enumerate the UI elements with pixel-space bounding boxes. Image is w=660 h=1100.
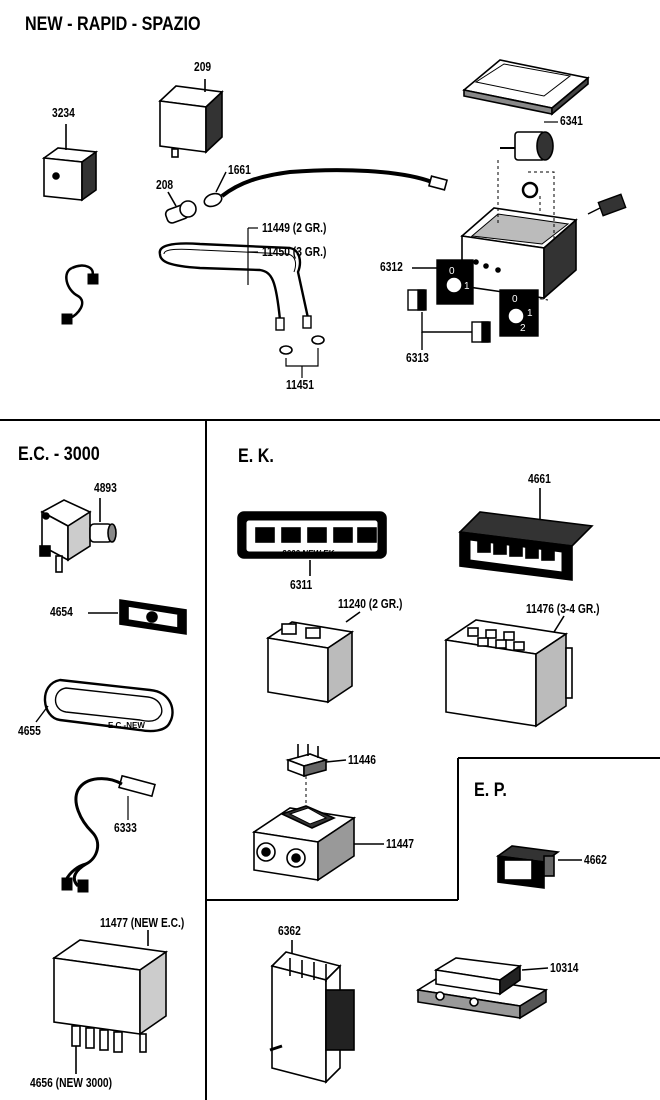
label-10314: 10314	[550, 961, 579, 975]
part-6333-probe-cable	[61, 774, 156, 893]
part-4662-switch	[495, 845, 582, 889]
label-11446: 11446	[348, 753, 376, 767]
label-6312: 6312	[380, 260, 403, 274]
part-6312-knob-plate: 0 1	[412, 259, 474, 305]
part-10314-transformer	[415, 957, 549, 1020]
part-wire-harness	[61, 264, 99, 325]
part-11446-connector	[285, 744, 347, 814]
label-4661: 4661	[528, 472, 551, 486]
knob-b-zero: 0	[512, 294, 518, 305]
part-4655-gasket: E.C.-NEW	[35, 678, 174, 733]
label-11240: 11240 (2 GR.)	[338, 597, 403, 611]
label-208: 208	[156, 178, 174, 192]
part-3234-relay	[41, 124, 99, 202]
panel-ek-text: 3000 NEW EK	[282, 549, 335, 558]
label-6341: 6341	[560, 114, 583, 128]
label-6362: 6362	[278, 924, 301, 938]
part-cable-gland	[587, 193, 627, 217]
label-1661: 1661	[228, 163, 251, 177]
label-11476: 11476 (3-4 GR.)	[526, 602, 600, 616]
label-6313: 6313	[406, 351, 429, 365]
label-4655: 4655	[18, 724, 41, 738]
part-nut	[521, 181, 539, 199]
knob-a-one: 1	[464, 281, 470, 292]
label-11477: 11477 (NEW E.C.)	[100, 916, 185, 930]
part-11447-terminal-block	[251, 805, 384, 882]
part-6362-board	[269, 940, 355, 1084]
part-6311-control-panel: 3000 NEW EK	[237, 511, 387, 576]
part-4654-lamp-cover	[88, 599, 187, 635]
part-11449-heating-element	[158, 227, 312, 331]
label-4662: 4662	[584, 853, 607, 867]
knob-b-one: 1	[527, 308, 533, 319]
part-209-relay	[158, 79, 224, 158]
knob-b-two: 2	[520, 323, 526, 334]
section-title-ep: E. P.	[474, 780, 507, 801]
label-11450: 11450 (3 GR.)	[262, 245, 327, 259]
part-4661-control-panel	[458, 488, 594, 581]
part-11477-relay	[51, 930, 169, 1074]
part-1661-cable	[203, 168, 449, 208]
knob-a-zero: 0	[449, 266, 455, 277]
section-title-new-rapid-spazio: NEW - RAPID - SPAZIO	[25, 14, 201, 35]
label-11451: 11451	[286, 378, 314, 392]
part-11240-relay	[265, 611, 361, 704]
section-title-ec-3000: E.C. - 3000	[18, 444, 100, 465]
label-6333: 6333	[114, 821, 137, 835]
label-4656: 4656 (NEW 3000)	[30, 1076, 113, 1090]
section-title-ek: E. K.	[238, 446, 274, 467]
part-6341-capacitor	[500, 121, 558, 161]
part-control-box	[460, 207, 578, 300]
label-6311: 6311	[290, 578, 313, 592]
label-209: 209	[194, 60, 212, 74]
label-11447: 11447	[386, 837, 414, 851]
part-knob-plate-b: 0 1 2	[499, 289, 539, 337]
label-4654: 4654	[50, 605, 73, 619]
label-4893: 4893	[94, 481, 117, 495]
part-11451-washers	[279, 335, 325, 378]
gasket-marking: E.C.-NEW	[108, 721, 145, 730]
label-3234: 3234	[52, 106, 75, 120]
part-box-cover	[462, 59, 590, 116]
label-11449: 11449 (2 GR.)	[262, 221, 327, 235]
part-4893-switch	[39, 498, 117, 573]
part-208-lamp-holder	[164, 191, 197, 224]
section-dividers	[0, 419, 660, 1100]
part-6313-knobs	[407, 289, 491, 350]
part-11476-relay	[443, 615, 573, 728]
